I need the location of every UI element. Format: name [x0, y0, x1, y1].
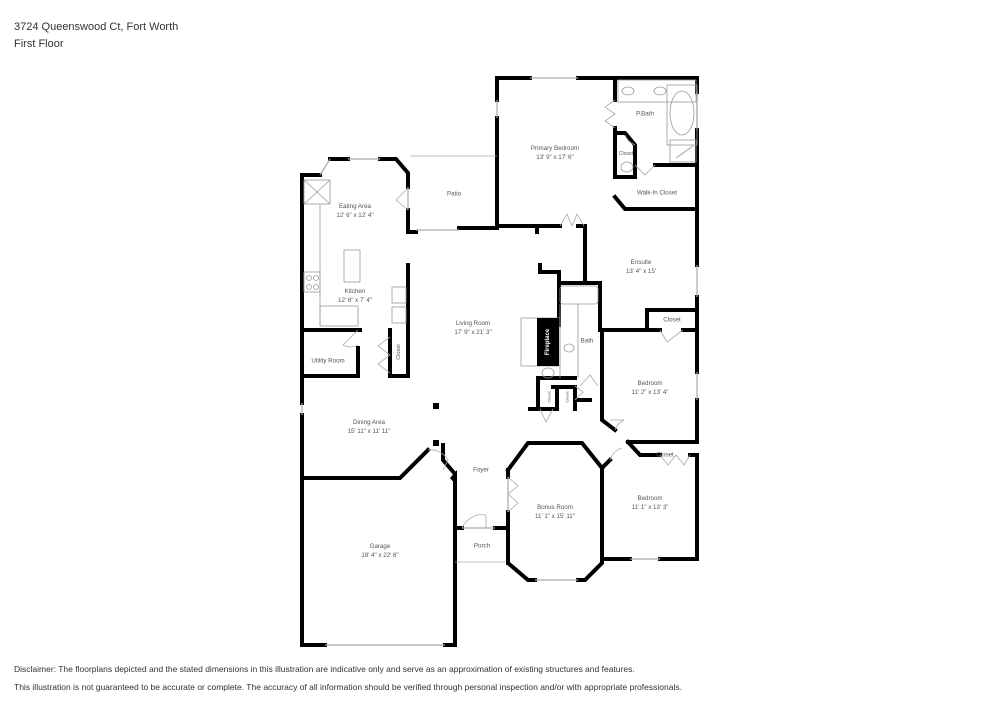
fixtures [303, 79, 698, 379]
room-garage: Garage 18' 4" x 22' 6" [361, 542, 398, 560]
fireplace-label: Fireplace [545, 328, 551, 356]
fireplace-block [537, 318, 559, 366]
room-dim: 18' 4" x 22' 6" [361, 552, 399, 559]
room-dim: 12' 6" x 7' 4" [338, 297, 372, 304]
room-name: Primary Bedroom [530, 145, 580, 152]
disclaimer-line-2: This illustration is not guaranteed to b… [14, 682, 682, 692]
room-porch: Porch [474, 542, 490, 551]
room-ensuite: Ensuite 13' 4" x 15' [626, 258, 656, 276]
room-bedroom-1: Bedroom 11' 2" x 13' 4" [632, 379, 669, 397]
room-dim: 11' 1" x 15' 11" [535, 513, 575, 520]
floor-title: First Floor [14, 38, 64, 50]
room-living: Living Room 17' 9" x 21' 3" [454, 319, 491, 337]
disclaimer-line-1: Disclaimer: The floorplans depicted and … [14, 664, 635, 674]
room-dim: 11' 2" x 13' 4" [631, 389, 669, 396]
room-name: Bonus Room [537, 504, 573, 511]
room-name: Living Room [455, 320, 491, 327]
room-kitchen: Kitchen 12' 6" x 7' 4" [338, 287, 372, 305]
room-name: Closet [663, 316, 681, 324]
room-dining: Dining Area 15' 11" x 11' 11" [348, 418, 391, 436]
room-dim: 15' 11" x 11' 11" [347, 428, 391, 435]
room-name: Ensuite [630, 259, 652, 266]
room-dim: 13' 9" x 17' 6" [536, 154, 574, 161]
room-dim: 12' 6" x 12' 4" [336, 212, 374, 219]
room-name: Kitchen [344, 288, 366, 295]
room-name: Garage [369, 543, 391, 550]
room-dim: 11' 1" x 13' 3" [631, 504, 669, 511]
address-title: 3724 Queenswood Ct, Fort Worth [14, 21, 179, 33]
room-name: Bath [580, 337, 594, 345]
room-closet-small-1: Closet [546, 391, 552, 403]
room-name: P.Bath [636, 110, 654, 118]
room-bath: Bath [581, 337, 594, 346]
windows [301, 77, 698, 646]
room-name: Bedroom [637, 495, 663, 502]
room-bonus: Bonus Room 11' 1" x 15' 11" [535, 503, 575, 521]
room-patio: Patio [447, 190, 461, 199]
doors [342, 99, 691, 529]
room-bedroom-closet: Closet [656, 451, 674, 460]
room-ensuite-closet: Closet [663, 316, 681, 325]
room-name: Closet [656, 451, 674, 459]
room-eating-area: Eating Area 12' 6" x 12' 4" [336, 202, 373, 220]
room-closet-small-2: Closet [564, 391, 570, 403]
room-name: Patio [446, 190, 462, 198]
room-hall-closet: Closet [396, 344, 402, 360]
room-primary-bedroom: Primary Bedroom 13' 9" x 17' 6" [531, 144, 579, 162]
room-name: Porch [473, 542, 491, 550]
room-bedroom-2: Bedroom 11' 1" x 13' 3" [632, 494, 669, 512]
room-foyer: Foyer [473, 466, 489, 475]
room-name: Foyer [473, 466, 489, 474]
room-pbath-closet: Closet [618, 151, 634, 157]
room-name: Walk-In Closet [637, 189, 677, 197]
room-name: Bedroom [637, 380, 663, 387]
room-name: Dining Area [353, 419, 385, 426]
room-pbath: P.Bath [636, 110, 654, 119]
room-dim: 13' 4" x 15' [625, 268, 657, 275]
room-utility: Utility Room [311, 357, 344, 366]
room-name: Eating Area [339, 203, 371, 210]
room-dim: 17' 9" x 21' 3" [454, 329, 492, 336]
room-name: Utility Room [311, 357, 345, 365]
room-walkin-closet: Walk-In Closet [637, 189, 677, 198]
